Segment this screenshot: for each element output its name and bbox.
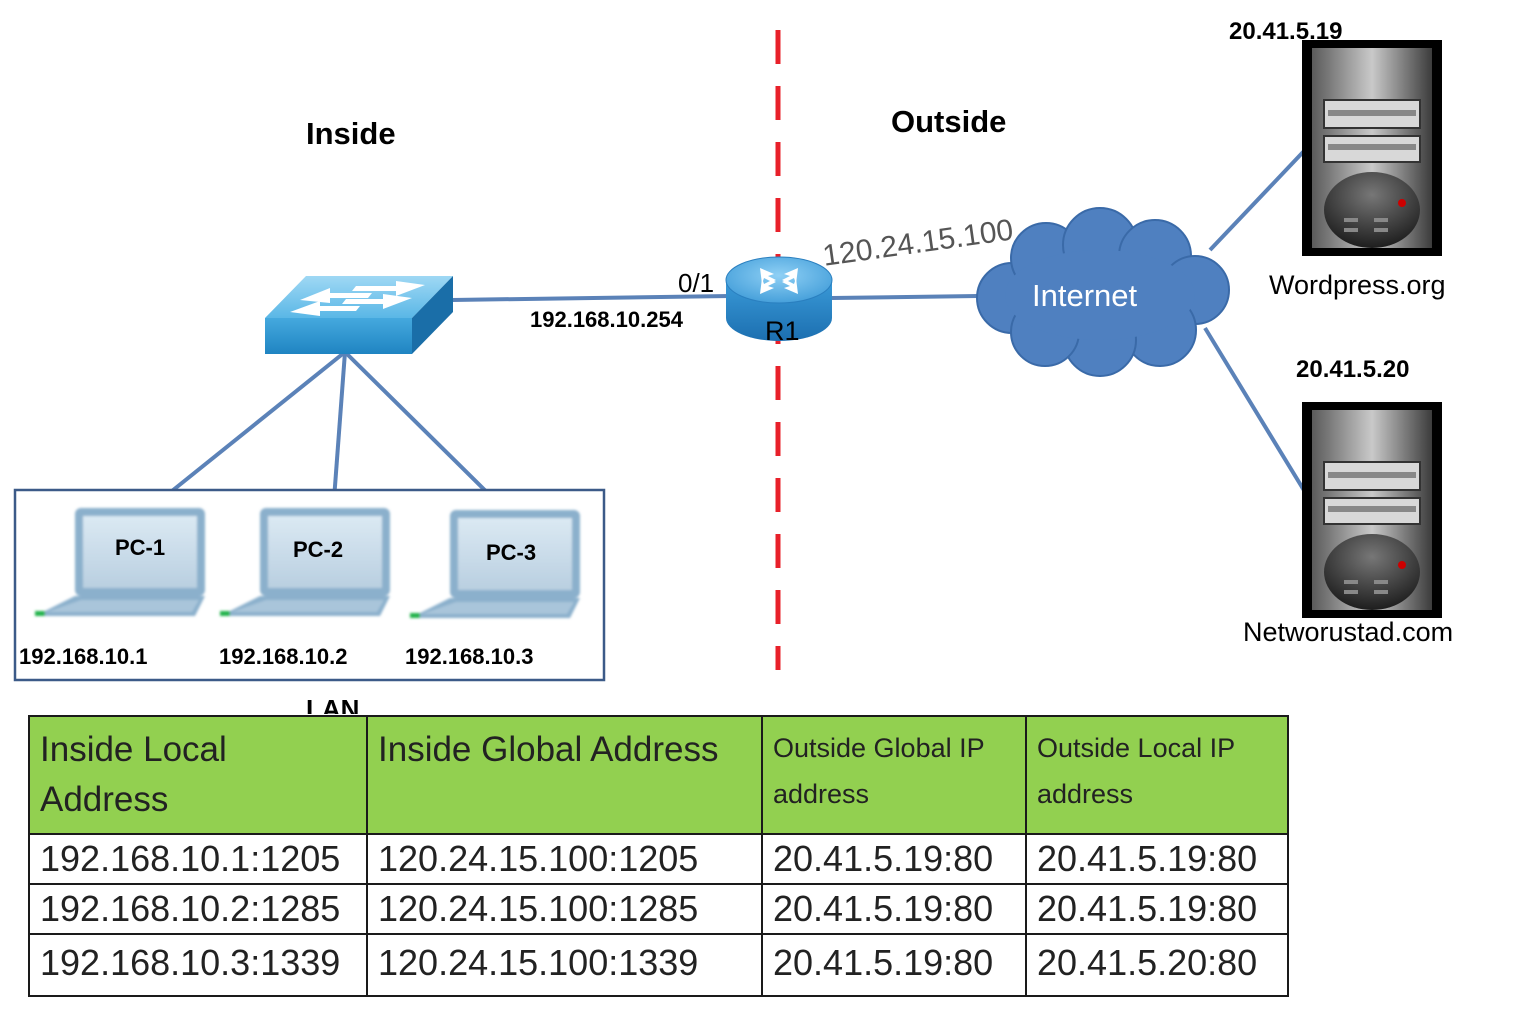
pc1-ip: 192.168.10.1 bbox=[19, 644, 148, 669]
laptop-pc2-icon bbox=[220, 508, 390, 616]
router-name-label: R1 bbox=[765, 316, 800, 346]
server2-ip: 20.41.5.20 bbox=[1296, 356, 1410, 383]
table-cell: 120.24.15.100:1285 bbox=[366, 883, 763, 935]
switch-icon bbox=[265, 276, 453, 354]
table-row: 192.168.10.3:1339 120.24.15.100:1339 20.… bbox=[28, 933, 1289, 997]
links bbox=[155, 148, 1307, 520]
link-switch-router bbox=[451, 294, 731, 302]
table-header-row: Inside Local Address Inside Global Addre… bbox=[28, 715, 1289, 835]
laptop-pc3-icon bbox=[410, 510, 580, 618]
inside-zone-label: Inside bbox=[306, 116, 396, 151]
header-inside-global: Inside Global Address bbox=[366, 715, 763, 835]
header-outside-local: Outside Local IP address bbox=[1025, 715, 1289, 835]
table-cell: 192.168.10.1:1205 bbox=[28, 833, 368, 885]
table-row: 192.168.10.1:1205 120.24.15.100:1205 20.… bbox=[28, 833, 1289, 885]
link-switch-pc2 bbox=[331, 351, 347, 514]
server-networustad-icon bbox=[1302, 402, 1442, 618]
table-cell: 20.41.5.19:80 bbox=[1025, 883, 1289, 935]
pc3-label: PC-3 bbox=[486, 540, 537, 565]
server-wordpress-icon bbox=[1302, 40, 1442, 256]
router-icon bbox=[725, 256, 833, 341]
outside-zone-label: Outside bbox=[891, 104, 1007, 139]
table-cell: 20.41.5.19:80 bbox=[1025, 833, 1289, 885]
pc3-ip: 192.168.10.3 bbox=[405, 644, 534, 669]
table-cell: 120.24.15.100:1339 bbox=[366, 933, 763, 997]
router-inside-ip: 192.168.10.254 bbox=[530, 307, 683, 332]
table-cell: 120.24.15.100:1205 bbox=[366, 833, 763, 885]
table-cell: 192.168.10.3:1339 bbox=[28, 933, 368, 997]
pc1-label: PC-1 bbox=[115, 535, 166, 560]
server1-ip: 20.41.5.19 bbox=[1229, 18, 1343, 45]
table-cell: 20.41.5.19:80 bbox=[761, 883, 1027, 935]
router-interface-label: 0/1 bbox=[678, 268, 715, 298]
header-inside-local: Inside Local Address bbox=[28, 715, 368, 835]
table-cell: 192.168.10.2:1285 bbox=[28, 883, 368, 935]
pc2-ip: 192.168.10.2 bbox=[219, 644, 348, 669]
server1-name: Wordpress.org bbox=[1269, 270, 1446, 300]
internet-cloud-icon bbox=[976, 207, 1230, 377]
table-cell: 20.41.5.19:80 bbox=[761, 833, 1027, 885]
header-outside-global: Outside Global IP address bbox=[761, 715, 1027, 835]
nat-translation-table: Inside Local Address Inside Global Addre… bbox=[28, 715, 1289, 997]
server2-name: Networustad.com bbox=[1243, 617, 1454, 647]
link-switch-pc1 bbox=[155, 350, 347, 505]
table-row: 192.168.10.2:1285 120.24.15.100:1285 20.… bbox=[28, 883, 1289, 935]
link-internet-server1 bbox=[1208, 148, 1307, 252]
laptop-pc1-icon bbox=[35, 508, 205, 616]
lan-label: LAN bbox=[306, 694, 360, 714]
table-cell: 20.41.5.20:80 bbox=[1025, 933, 1289, 997]
pc2-label: PC-2 bbox=[293, 537, 344, 562]
link-internet-server2 bbox=[1203, 326, 1307, 494]
table-cell: 20.41.5.19:80 bbox=[761, 933, 1027, 997]
internet-label: Internet bbox=[1032, 278, 1138, 313]
link-router-internet bbox=[831, 294, 979, 300]
